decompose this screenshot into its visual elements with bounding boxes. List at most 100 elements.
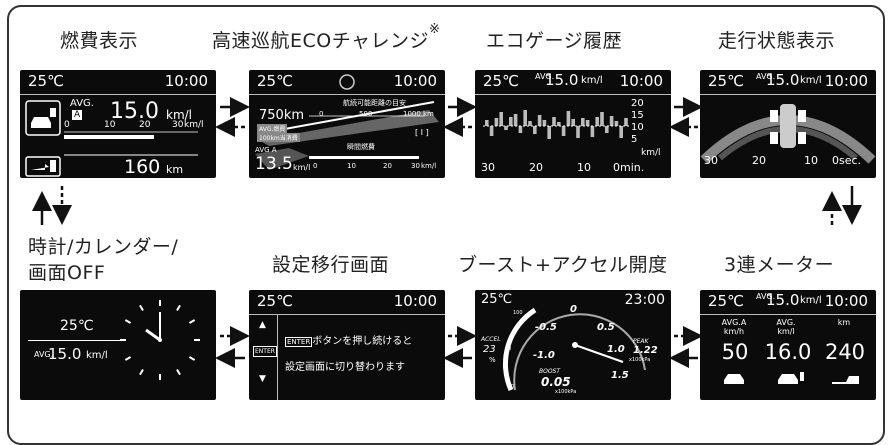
accel-unit: % bbox=[489, 356, 496, 364]
avg-fuel-unit: km/l bbox=[166, 108, 193, 122]
history-bar bbox=[624, 118, 628, 126]
history-bar bbox=[561, 126, 566, 136]
clock-tick bbox=[139, 368, 144, 376]
peak-label: PEAK bbox=[633, 338, 649, 345]
temp-readout: 25℃ bbox=[257, 72, 293, 90]
time-readout: 10:00 bbox=[824, 292, 868, 310]
time-readout: 10:00 bbox=[393, 292, 437, 310]
history-bar bbox=[590, 126, 595, 137]
history-bar bbox=[566, 111, 571, 126]
avg-value: 15.0 bbox=[545, 71, 579, 89]
avg-a-badge: A bbox=[72, 110, 83, 120]
screen-boost: 25℃ 23:00 ACCEL 23 % 100 50 0 -0.5 0 0.5… bbox=[475, 290, 671, 400]
history-bar bbox=[494, 118, 499, 126]
label-eco-challenge: 高速巡航ECOチャレンジ※ bbox=[212, 22, 441, 52]
clock-tick bbox=[176, 368, 181, 376]
history-bar bbox=[595, 117, 599, 126]
label-clock: 時計/カレンダー/ bbox=[28, 236, 179, 258]
history-bar bbox=[614, 121, 619, 126]
boost-value: 0.05 bbox=[541, 375, 571, 389]
screen-eco: 25℃ 10:00 航続可能距離の目安 750km 0 500 1000 km … bbox=[249, 70, 445, 178]
temp-readout: 25℃ bbox=[481, 292, 513, 307]
trophy-icon bbox=[339, 74, 355, 90]
history-bar bbox=[557, 122, 561, 126]
wheel-fr bbox=[798, 110, 806, 122]
label-gauge-history: エコゲージ履歴 bbox=[486, 30, 623, 52]
boost-unit: x100kPa bbox=[555, 389, 577, 395]
analog-clock bbox=[120, 300, 200, 380]
history-bar bbox=[523, 110, 527, 126]
history-bar bbox=[542, 120, 547, 126]
screen-history: 25℃ AVG. 15.0 km/l 10:00 20 15 10 5 km/l… bbox=[475, 70, 671, 178]
label-boost: ブースト+アクセル開度 bbox=[458, 254, 668, 276]
eco-gauge-band bbox=[259, 110, 439, 146]
instant-label: 瞬間燃費 bbox=[347, 143, 375, 151]
history-bar bbox=[585, 120, 590, 126]
eco-avg-unit: km/l bbox=[293, 163, 311, 172]
wheel-rl bbox=[770, 132, 778, 144]
meter-col-3-head: km bbox=[837, 318, 851, 327]
history-bar bbox=[552, 117, 556, 126]
car-fuel-icon-frame bbox=[25, 100, 61, 136]
history-yunit: km/l bbox=[641, 148, 661, 158]
history-bar bbox=[547, 126, 551, 139]
label-driving-state: 走行状態表示 bbox=[718, 30, 836, 52]
history-bar bbox=[600, 112, 604, 126]
label-clock-off: 画面OFF bbox=[28, 262, 106, 284]
enter-key-icon: ENTER bbox=[253, 346, 277, 357]
history-bar bbox=[605, 126, 609, 133]
avg-fuel-value: 15.0 bbox=[110, 99, 159, 124]
history-bar bbox=[533, 126, 537, 134]
down-triangle-icon: ▼ bbox=[259, 374, 266, 384]
avg-value: 15.0 bbox=[766, 71, 800, 89]
temp-readout: 25℃ bbox=[28, 72, 64, 90]
history-bar bbox=[499, 112, 503, 126]
car-icon bbox=[31, 117, 51, 128]
temp-readout: 25℃ bbox=[257, 292, 293, 310]
screen-fuel: 25℃ 10:00 AVG. A 15.0 km/l 0 10 20 30 km… bbox=[20, 70, 216, 178]
temp-readout: 25℃ bbox=[708, 72, 744, 90]
screen-clock: 25℃ AVG. 15.0 km/l bbox=[20, 290, 216, 400]
label-fuel: 燃費表示 bbox=[60, 30, 139, 52]
avg-unit: km/l bbox=[581, 75, 603, 86]
history-bar bbox=[576, 126, 580, 138]
accel-label: ACCEL bbox=[481, 336, 501, 343]
history-bar bbox=[571, 119, 575, 126]
car-range-icon bbox=[832, 376, 859, 384]
temp-readout: 25℃ bbox=[483, 72, 519, 90]
history-bar bbox=[489, 126, 494, 136]
accel-arc bbox=[502, 307, 537, 392]
time-readout: 10:00 bbox=[824, 72, 868, 90]
avg-value: 15.0 bbox=[766, 291, 800, 309]
range-icon-frame bbox=[25, 156, 61, 177]
fuel-pump-icon bbox=[50, 108, 56, 117]
up-triangle-icon: ▲ bbox=[259, 320, 266, 330]
history-bar bbox=[509, 117, 513, 126]
car-fuel-icon bbox=[778, 374, 798, 384]
history-yscale: 20 15 10 5 bbox=[631, 98, 644, 145]
time-readout: 10:00 bbox=[164, 72, 208, 90]
wheel-fl bbox=[770, 110, 778, 122]
history-bar bbox=[513, 114, 518, 126]
pump-small-icon bbox=[50, 160, 56, 172]
history-bar bbox=[581, 118, 585, 126]
avg-label: AVG. bbox=[756, 72, 776, 81]
avg-a-label: AVG A bbox=[255, 146, 277, 154]
distance-value: 750km bbox=[259, 108, 305, 123]
history-bar bbox=[504, 126, 508, 130]
avg-value: 15.0 bbox=[48, 345, 82, 363]
per100-caption: 100km当消費 bbox=[257, 133, 300, 142]
meter-col-2-value: 16.0 bbox=[764, 340, 812, 364]
bracket-mark: [ I ] bbox=[415, 128, 429, 137]
car-top-icon bbox=[780, 104, 796, 148]
avg-label: AVG. bbox=[756, 292, 776, 301]
instant-fuel-bar bbox=[309, 156, 419, 159]
history-bars bbox=[483, 110, 631, 139]
avg-caption: AVG.燃費 bbox=[257, 124, 288, 133]
history-bar bbox=[619, 126, 623, 138]
avg-unit: km/l bbox=[800, 295, 822, 306]
settings-line2: 設定画面に切り替わります bbox=[285, 362, 405, 373]
